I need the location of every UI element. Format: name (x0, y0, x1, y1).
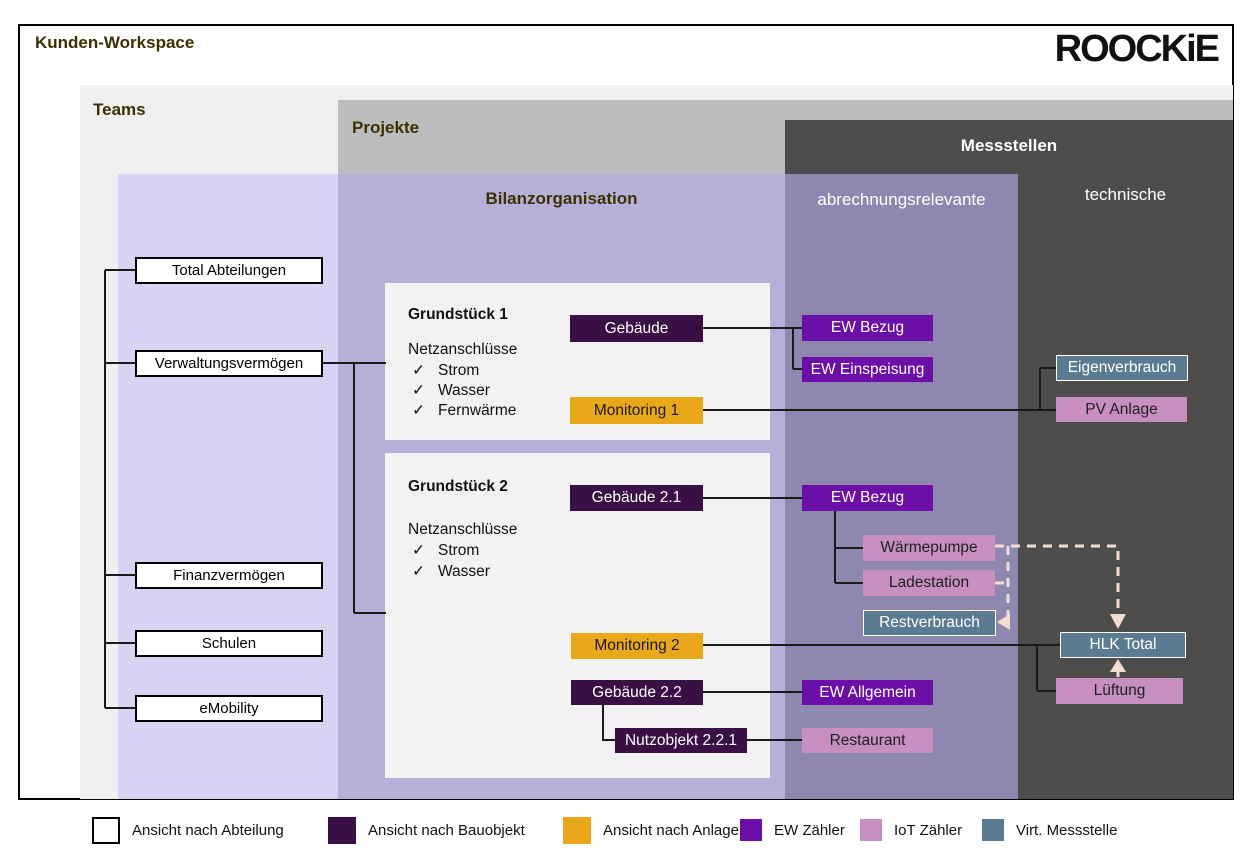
legend-item-abteilung: Ansicht nach Abteilung (92, 817, 284, 844)
technische-heading: technische (1084, 185, 1167, 204)
box-waermepumpe: Wärmepumpe (863, 535, 995, 561)
box-ladestation: Ladestation (863, 570, 995, 596)
dept-box-schulen: Schulen (135, 630, 323, 657)
teams-heading: Teams (93, 100, 146, 119)
legend-swatch-virt-messstelle (982, 819, 1004, 841)
projekte-heading: Projekte (352, 118, 420, 137)
legend-item-virt-messstelle: Virt. Messstelle (982, 819, 1117, 841)
dept-box-emobility: eMobility (135, 695, 323, 722)
box-ew-allgemein: EW Allgemein (802, 680, 933, 705)
box-restaurant: Restaurant (802, 728, 933, 753)
box-monitoring-1: Monitoring 1 (570, 397, 703, 424)
legend-swatch-anlage (563, 817, 591, 844)
legend-item-bauobjekt: Ansicht nach Bauobjekt (328, 817, 525, 844)
check-label: Strom (438, 362, 480, 379)
box-ew-bezug-2: EW Bezug (802, 485, 933, 511)
messstellen-heading: Messstellen (960, 136, 1058, 155)
legend-label: Ansicht nach Abteilung (132, 822, 284, 839)
dept-box-total-abteilungen: Total Abteilungen (135, 257, 323, 284)
check-label: Wasser (438, 382, 490, 399)
grundstueck2-check-strom: ✓ Strom (412, 541, 479, 560)
grundstueck2-subtitle: Netzanschlüsse (408, 521, 518, 538)
legend-swatch-ew-zaehler (740, 819, 762, 841)
roockie-logo: ROOCKiE (1054, 28, 1220, 70)
grundstueck1-check-strom: ✓ Strom (412, 361, 479, 380)
box-ew-einspeisung: EW Einspeisung (802, 357, 933, 382)
legend-label: Ansicht nach Bauobjekt (368, 822, 525, 839)
box-nutzobjekt-221: Nutzobjekt 2.2.1 (615, 728, 747, 753)
legend-item-ew-zaehler: EW Zähler (740, 819, 845, 841)
box-ew-bezug-1: EW Bezug (802, 315, 933, 341)
grundstueck2-title: Grundstück 2 (408, 478, 508, 495)
box-restverbrauch: Restverbrauch (863, 610, 996, 636)
box-hlk-total: HLK Total (1060, 632, 1186, 658)
check-icon: ✓ (412, 563, 425, 580)
grundstueck1-title: Grundstück 1 (408, 306, 508, 323)
legend-swatch-abteilung (92, 817, 120, 844)
bilanzorganisation-heading: Bilanzorganisation (485, 189, 638, 208)
dept-box-finanzvermoegen: Finanzvermögen (135, 562, 323, 589)
box-pv-anlage: PV Anlage (1056, 397, 1187, 422)
legend-label: IoT Zähler (894, 821, 963, 839)
check-label: Wasser (438, 563, 490, 580)
box-monitoring-2: Monitoring 2 (571, 633, 703, 659)
page-title: Kunden-Workspace (35, 33, 195, 52)
check-icon: ✓ (412, 362, 425, 379)
check-label: Strom (438, 542, 480, 559)
legend-item-iot-zaehler: IoT Zähler (860, 819, 962, 841)
legend-label: Virt. Messstelle (1016, 821, 1118, 839)
box-lueftung: Lüftung (1056, 678, 1183, 704)
box-gebaeude: Gebäude (570, 315, 703, 342)
check-icon: ✓ (412, 402, 425, 419)
legend-swatch-bauobjekt (328, 817, 356, 844)
legend-item-anlage: Ansicht nach Anlage (563, 817, 739, 844)
grundstueck2-check-wasser: ✓ Wasser (412, 562, 490, 581)
grundstueck1-check-wasser: ✓ Wasser (412, 381, 490, 400)
check-icon: ✓ (412, 382, 425, 399)
abrechnungsrelevante-heading: abrechnungsrelevante (817, 190, 986, 209)
grundstueck1-subtitle: Netzanschlüsse (408, 341, 518, 358)
legend-label: EW Zähler (774, 821, 845, 839)
check-label: Fernwärme (438, 402, 517, 419)
box-gebaeude-21: Gebäude 2.1 (570, 485, 703, 511)
dept-box-verwaltungsvermoegen: Verwaltungsvermögen (135, 350, 323, 377)
check-icon: ✓ (412, 542, 425, 559)
box-gebaeude-22: Gebäude 2.2 (571, 680, 703, 705)
grundstueck1-check-fernwaerme: ✓ Fernwärme (412, 401, 516, 420)
legend-label: Ansicht nach Anlage (603, 822, 739, 839)
legend-swatch-iot-zaehler (860, 819, 882, 841)
box-eigenverbrauch: Eigenverbrauch (1056, 355, 1188, 381)
